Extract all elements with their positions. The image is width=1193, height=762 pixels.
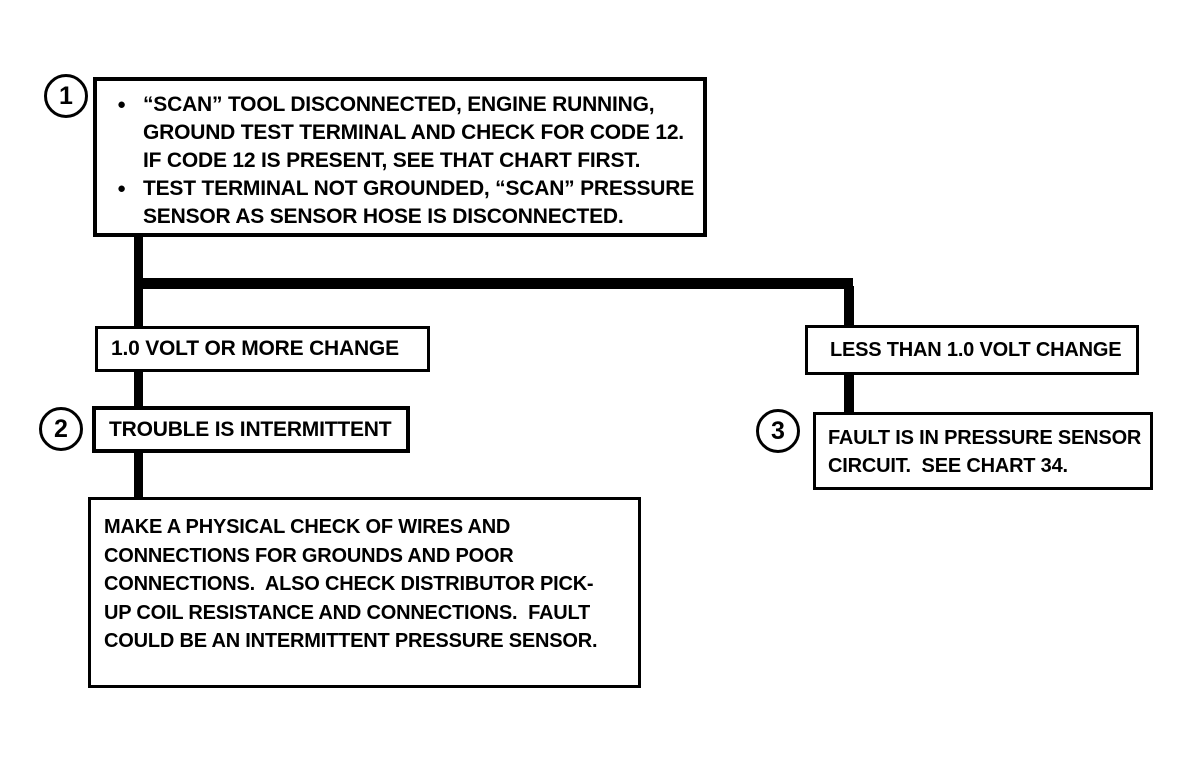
left-branch-label: 1.0 VOLT OR MORE CHANGE: [111, 337, 399, 360]
step3-number: 3: [771, 416, 785, 445]
step2-label: TROUBLE IS INTERMITTENT: [109, 417, 392, 441]
connector-right-branch-to-step3: [844, 373, 854, 416]
step2-box: TROUBLE IS INTERMITTENT: [92, 406, 410, 453]
step3-number-badge: 3: [756, 409, 800, 453]
connector-branch-horizontal-bar: [134, 278, 853, 289]
bullet-icon: ●: [117, 96, 127, 113]
right-branch-label: LESS THAN 1.0 VOLT CHANGE: [830, 338, 1122, 361]
step1-bullet-row-2: ● TEST TERMINAL NOT GROUNDED, “SCAN” PRE…: [117, 175, 695, 231]
connector-bar-to-left-branch: [134, 286, 143, 330]
left-branch-label-box: 1.0 VOLT OR MORE CHANGE: [95, 326, 430, 372]
step1-number: 1: [59, 81, 73, 110]
step1-box: ● “SCAN” TOOL DISCONNECTED, ENGINE RUNNI…: [93, 77, 707, 237]
step2-number-badge: 2: [39, 407, 83, 451]
step3-box: FAULT IS IN PRESSURE SENSOR CIRCUIT. SEE…: [813, 412, 1153, 490]
step3-text: FAULT IS IN PRESSURE SENSOR CIRCUIT. SEE…: [828, 427, 1142, 477]
connector-bar-to-right-branch: [844, 286, 854, 330]
step2-number: 2: [54, 414, 68, 443]
left-action-text: MAKE A PHYSICAL CHECK OF WIRES AND CONNE…: [104, 516, 598, 652]
step1-bullet-row-1: ● “SCAN” TOOL DISCONNECTED, ENGINE RUNNI…: [117, 91, 695, 175]
bullet-icon: ●: [117, 180, 127, 197]
step1-bullet-2-text: TEST TERMINAL NOT GROUNDED, “SCAN” PRESS…: [143, 177, 695, 228]
connector-step2-to-action: [134, 450, 143, 500]
left-action-box: MAKE A PHYSICAL CHECK OF WIRES AND CONNE…: [88, 497, 641, 688]
right-branch-label-box: LESS THAN 1.0 VOLT CHANGE: [805, 325, 1139, 375]
step1-bullet-1-text: “SCAN” TOOL DISCONNECTED, ENGINE RUNNING…: [143, 93, 684, 172]
connector-step1-to-bar: [134, 234, 143, 284]
step1-number-badge: 1: [44, 74, 88, 118]
connector-left-branch-to-step2: [134, 368, 143, 410]
